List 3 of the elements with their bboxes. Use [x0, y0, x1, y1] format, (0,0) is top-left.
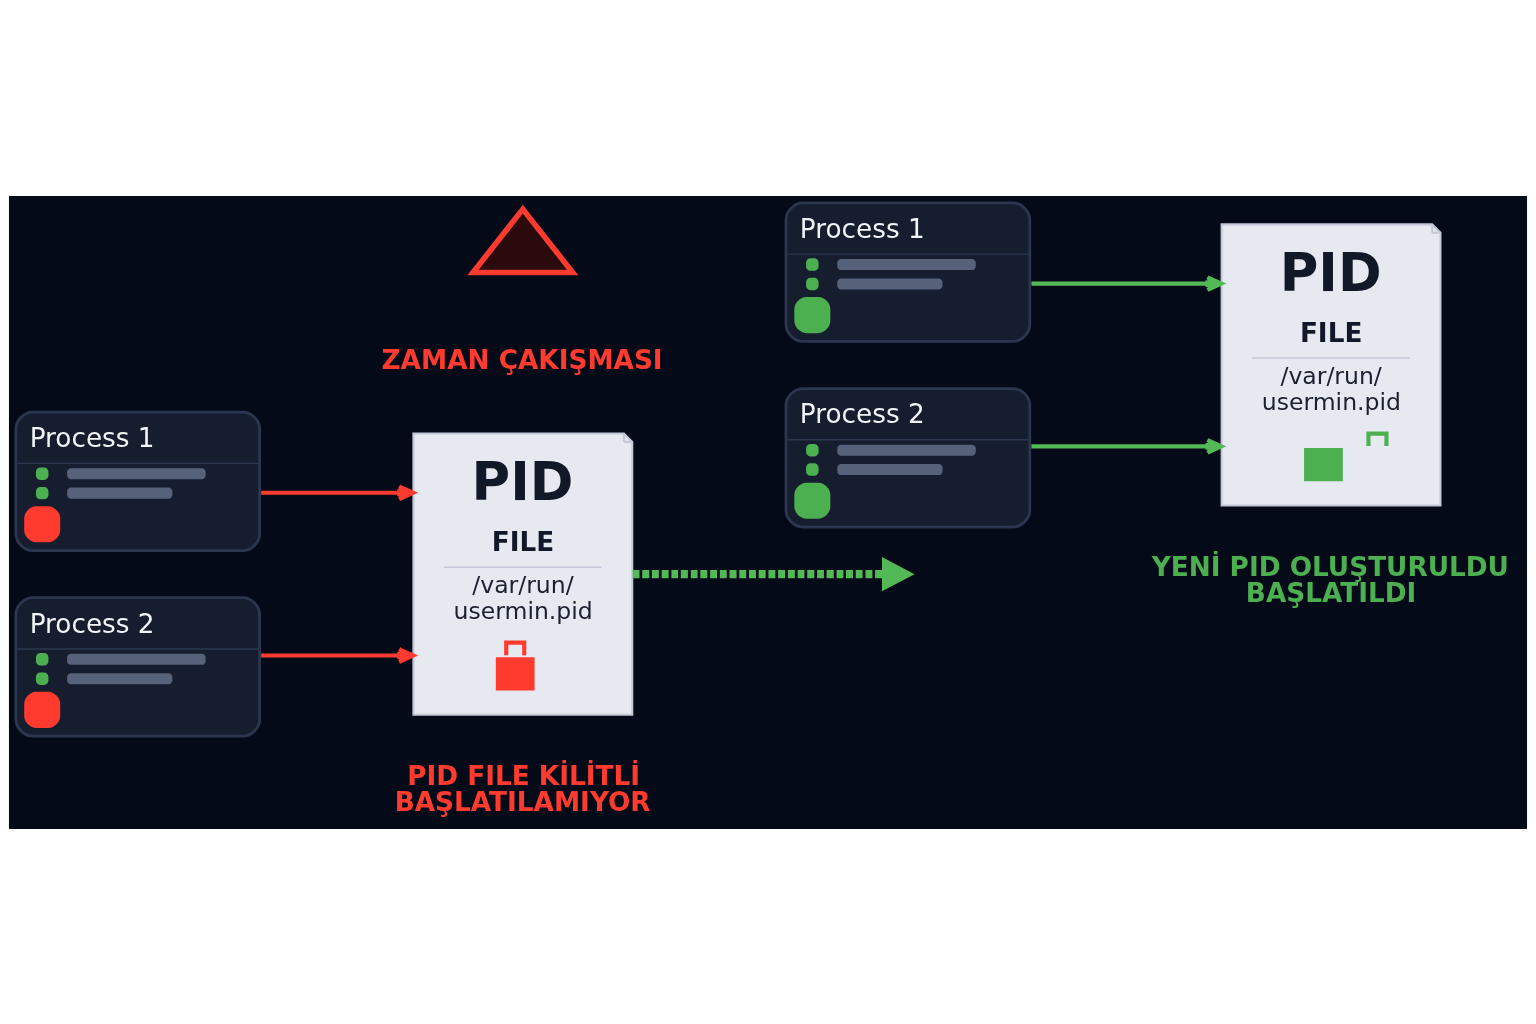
label: ZAMAN ÇAKIŞMASI — [381, 344, 663, 375]
node-label: YENİ PID OLUŞTURULDU BAŞLATILDI — [1151, 551, 1509, 608]
node-label: PID FILE KİLİTLİ BAŞLATILAMIYOR — [394, 760, 651, 817]
